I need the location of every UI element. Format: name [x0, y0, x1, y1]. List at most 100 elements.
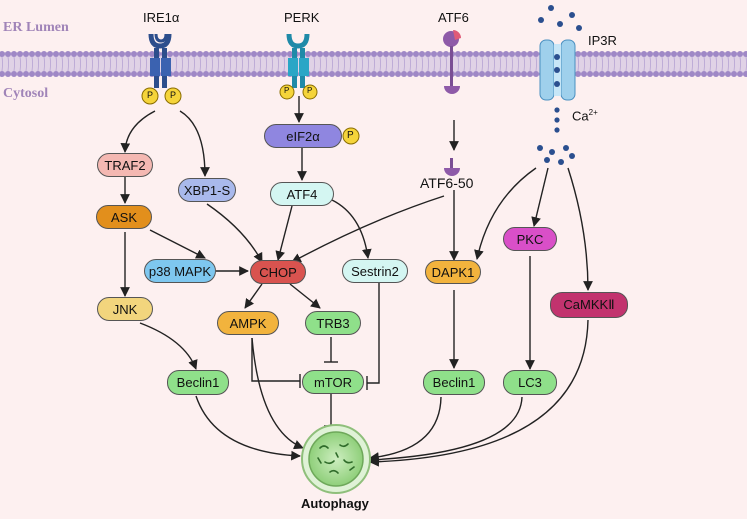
lipid-head	[167, 51, 173, 57]
lipid-tail	[643, 56, 645, 72]
lipid-tail	[37, 56, 39, 72]
lipid-head	[527, 51, 533, 57]
lipid-head	[83, 51, 89, 57]
lipid-tail	[55, 56, 57, 72]
lipid-head	[575, 71, 581, 77]
lipid-head	[695, 51, 701, 57]
lipid-tail	[625, 56, 627, 72]
lipid-head	[617, 71, 623, 77]
lipid-head	[329, 51, 335, 57]
lipid-head	[143, 51, 149, 57]
atf6-50-label: ATF6-50	[420, 175, 474, 191]
lipid-tail	[109, 56, 111, 72]
atf6-50-fragment	[444, 158, 460, 176]
lipid-tail	[655, 56, 657, 72]
lipid-head	[587, 71, 593, 77]
lipid-head	[83, 71, 89, 77]
lipid-tail	[481, 56, 483, 72]
lipid-head	[689, 71, 695, 77]
lipid-head	[353, 71, 359, 77]
lipid-head	[245, 71, 251, 77]
lipid-head	[677, 51, 683, 57]
lipid-tail	[217, 56, 219, 72]
lipid-head	[437, 51, 443, 57]
lipid-head	[101, 71, 107, 77]
lipid-tail	[613, 56, 615, 72]
lipid-tail	[367, 56, 369, 72]
lipid-head	[413, 51, 419, 57]
lipid-tail	[583, 56, 585, 72]
lipid-head	[365, 51, 371, 57]
lipid-tail	[733, 56, 735, 72]
lipid-tail	[397, 56, 399, 72]
lipid-head	[353, 51, 359, 57]
lipid-head	[251, 71, 257, 77]
lipid-head	[11, 71, 17, 77]
lipid-head	[209, 51, 215, 57]
lipid-tail	[319, 56, 321, 72]
lipid-tail	[1, 56, 3, 72]
mtor-node: mTOR	[302, 370, 364, 394]
lipid-head	[197, 51, 203, 57]
lipid-head	[185, 71, 191, 77]
p38-mapk-node: p38 MAPK	[144, 259, 216, 283]
lipid-head	[455, 51, 461, 57]
lipid-head	[233, 71, 239, 77]
ask-node: ASK	[96, 205, 152, 229]
lipid-tail	[283, 56, 285, 72]
lipid-head	[221, 71, 227, 77]
cytosol-label: Cytosol	[3, 86, 49, 101]
lipid-head	[383, 51, 389, 57]
lipid-tail	[697, 56, 699, 72]
lipid-tail	[691, 56, 693, 72]
dapk1-node: DAPK1	[425, 260, 481, 284]
lipid-head	[341, 71, 347, 77]
lipid-head	[455, 71, 461, 77]
lipid-head	[227, 71, 233, 77]
lipid-tail	[7, 56, 9, 72]
lipid-head	[371, 71, 377, 77]
lipid-head	[509, 51, 515, 57]
lipid-head	[179, 51, 185, 57]
ampk-node: AMPK	[217, 311, 279, 335]
lipid-tail	[535, 56, 537, 72]
lipid-tail	[487, 56, 489, 72]
lipid-head	[305, 51, 311, 57]
lipid-head	[677, 71, 683, 77]
lipid-head	[59, 51, 65, 57]
phospho-badges	[141, 84, 360, 145]
lipid-tail	[385, 56, 387, 72]
lipid-tail	[235, 56, 237, 72]
lipid-head	[23, 51, 29, 57]
lipid-head	[35, 51, 41, 57]
lipid-head	[29, 71, 35, 77]
lipid-tail	[25, 56, 27, 72]
lipid-head	[347, 51, 353, 57]
lipid-head	[509, 71, 515, 77]
lipid-head	[719, 51, 725, 57]
ire1a-phospho-1: P	[147, 90, 154, 100]
lipid-head	[11, 51, 17, 57]
lipid-tail	[601, 56, 603, 72]
eif2a-node: eIF2α	[264, 124, 342, 148]
lipid-head	[467, 71, 473, 77]
lipid-head	[215, 51, 221, 57]
lipid-tail	[517, 56, 519, 72]
perk-phospho-1: P	[284, 86, 290, 95]
lipid-tail	[403, 56, 405, 72]
lipid-tail	[13, 56, 15, 72]
lipid-tail	[523, 56, 525, 72]
lipid-head	[671, 51, 677, 57]
lipid-head	[23, 71, 29, 77]
lipid-head	[143, 71, 149, 77]
lipid-head	[275, 71, 281, 77]
lipid-head	[689, 51, 695, 57]
lipid-head	[53, 51, 59, 57]
lipid-head	[419, 51, 425, 57]
lipid-tail	[253, 56, 255, 72]
lipid-head	[95, 51, 101, 57]
lipid-tail	[505, 56, 507, 72]
lipid-tail	[679, 56, 681, 72]
lipid-head	[647, 71, 653, 77]
lipid-head	[725, 71, 731, 77]
